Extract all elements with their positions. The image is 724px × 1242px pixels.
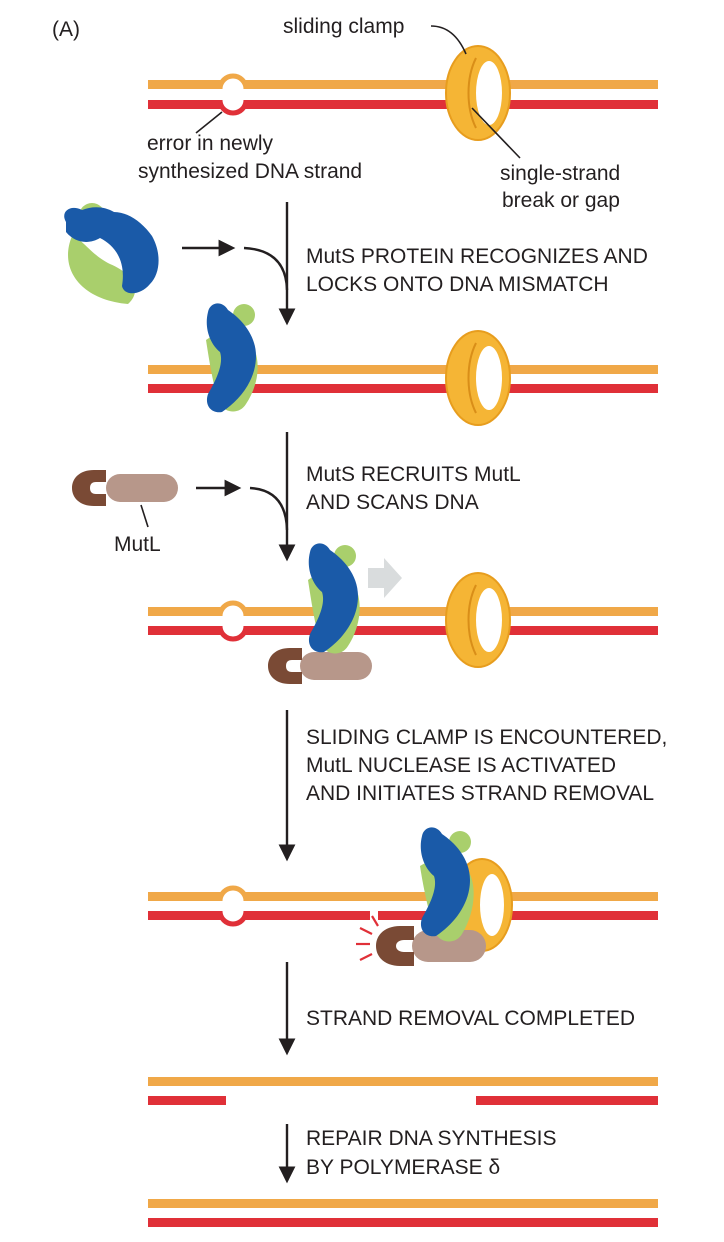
- error-label-line1: error in newly: [147, 132, 274, 155]
- step-5-line-2: BY POLYMERASE δ: [306, 1156, 500, 1179]
- new-strand-left: [148, 1096, 226, 1105]
- template-strand: [148, 607, 658, 616]
- new-strand: [148, 100, 658, 109]
- muts-bound: [206, 303, 258, 413]
- template-strand: [148, 1199, 658, 1208]
- mutl-bound: [268, 648, 372, 684]
- new-strand-right: [378, 911, 658, 920]
- step-1-line-2: LOCKS ONTO DNA MISMATCH: [306, 273, 609, 296]
- dna-stage-3: [148, 543, 658, 684]
- free-mutl-protein: [72, 470, 178, 506]
- error-label-line2: synthesized DNA strand: [138, 160, 362, 183]
- nuclease-activity-spark: [356, 915, 379, 961]
- clamp-leader-line: [430, 25, 467, 55]
- dna-stage-2: [148, 303, 658, 426]
- mismatch-bubble: [217, 73, 249, 116]
- mismatch-bubble: [217, 600, 249, 642]
- new-strand-left: [148, 911, 370, 920]
- muts-mutl-complex: [268, 543, 372, 684]
- sliding-clamp: [445, 572, 511, 668]
- new-strand: [148, 626, 658, 635]
- new-strand: [148, 384, 658, 393]
- muts-mutl-complex: [376, 827, 486, 966]
- gap-label-line1: single-strand: [500, 162, 620, 185]
- template-strand: [148, 365, 658, 374]
- dna-stage-6-repaired: [148, 1199, 658, 1227]
- step-2-arrow-curve: [249, 486, 289, 531]
- dna-stage-1: [148, 45, 658, 141]
- scan-direction-arrow: [368, 558, 402, 598]
- mutl-label: MutL: [114, 533, 161, 556]
- step-2-line-2: AND SCANS DNA: [306, 491, 479, 514]
- step-1-line-1: MutS PROTEIN RECOGNIZES AND: [306, 245, 648, 268]
- step-3-line-2: MutL NUCLEASE IS ACTIVATED: [306, 754, 616, 777]
- sliding-clamp-label: sliding clamp: [283, 15, 404, 38]
- step-2-line-1: MutS RECRUITS MutL: [306, 463, 521, 486]
- gap-label-line2: break or gap: [502, 189, 620, 212]
- error-leader-line: [195, 111, 223, 134]
- template-strand: [148, 80, 658, 89]
- step-5-line-1: REPAIR DNA SYNTHESIS: [306, 1127, 557, 1150]
- mutl-leader-line: [140, 504, 149, 528]
- dna-stage-4: [148, 827, 658, 966]
- mutl-active: [376, 926, 486, 966]
- step-4-line-1: STRAND REMOVAL COMPLETED: [306, 1007, 635, 1030]
- template-strand: [148, 892, 658, 901]
- mismatch-bubble: [217, 885, 249, 927]
- step-1-arrow-curve: [243, 246, 289, 291]
- panel-label: (A): [52, 18, 80, 41]
- new-strand-repaired: [148, 1218, 658, 1227]
- dna-stage-5: [148, 1077, 658, 1105]
- step-3-line-3: AND INITIATES STRAND REMOVAL: [306, 782, 654, 805]
- gap-leader-line: [471, 107, 521, 159]
- step-3-line-1: SLIDING CLAMP IS ENCOUNTERED,: [306, 726, 667, 749]
- free-muts-protein: [64, 203, 159, 304]
- new-strand-right: [476, 1096, 658, 1105]
- template-strand: [148, 1077, 658, 1086]
- sliding-clamp: [445, 330, 511, 426]
- sliding-clamp: [445, 45, 511, 141]
